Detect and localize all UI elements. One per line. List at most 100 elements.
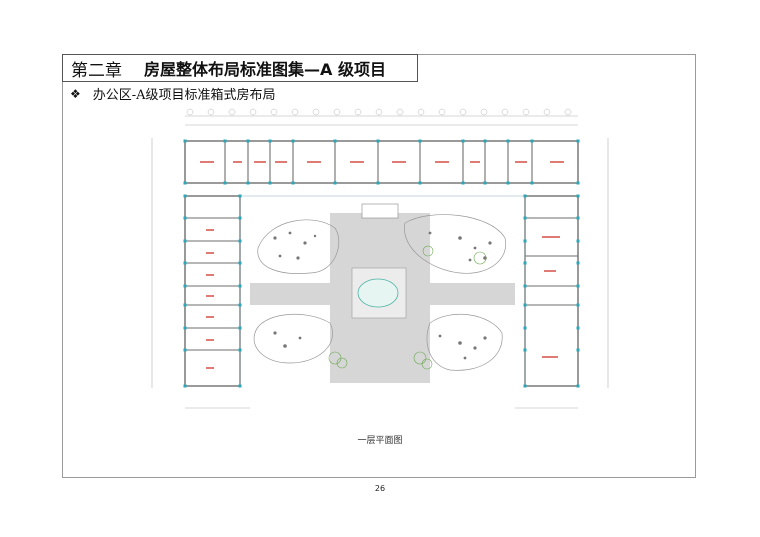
- axis-bubble: [270, 108, 278, 116]
- column-marker: [483, 139, 487, 143]
- column-marker: [223, 139, 227, 143]
- column-marker: [183, 261, 187, 265]
- axis-bubble: [375, 108, 383, 116]
- axis-bubble: [333, 108, 341, 116]
- column-marker: [183, 284, 187, 288]
- column-marker: [246, 139, 250, 143]
- column-marker: [523, 326, 527, 330]
- room-label-marks: [200, 161, 564, 369]
- column-marker: [376, 181, 380, 185]
- column-marker: [576, 384, 580, 388]
- column-marker: [238, 326, 242, 330]
- north-wing: [184, 140, 579, 184]
- fountain-pool: [357, 278, 399, 308]
- column-marker: [576, 326, 580, 330]
- axis-bubble: [228, 108, 236, 116]
- column-marker: [333, 139, 337, 143]
- column-marker: [523, 384, 527, 388]
- column-marker: [576, 194, 580, 198]
- column-marker: [268, 139, 272, 143]
- column-marker: [418, 181, 422, 185]
- column-marker: [183, 181, 187, 185]
- axis-bubble: [354, 108, 362, 116]
- column-marker: [246, 181, 250, 185]
- column-marker: [530, 181, 534, 185]
- axis-bubble: [312, 108, 320, 116]
- axis-bubble: [459, 108, 467, 116]
- column-marker: [238, 348, 242, 352]
- floor-plan-drawing: [130, 108, 630, 416]
- column-marker: [268, 181, 272, 185]
- structural-columns: [183, 139, 580, 388]
- axis-bubble: [543, 108, 551, 116]
- column-marker: [238, 261, 242, 265]
- column-marker: [238, 384, 242, 388]
- column-marker: [576, 303, 580, 307]
- column-marker: [333, 181, 337, 185]
- column-marker: [291, 139, 295, 143]
- column-marker: [523, 348, 527, 352]
- corridors: [239, 195, 526, 386]
- column-marker: [483, 181, 487, 185]
- column-marker: [576, 139, 580, 143]
- axis-bubble: [291, 108, 299, 116]
- figure-caption: 一层平面图: [357, 436, 403, 446]
- section-title: 办公区-A级项目标准箱式房布局: [92, 88, 276, 103]
- column-marker: [238, 239, 242, 243]
- chapter-header: 第二章 房屋整体布局标准图集—A 级项目: [62, 54, 418, 82]
- garden-islands: [253, 214, 507, 371]
- axis-bubble: [438, 108, 446, 116]
- column-marker: [523, 303, 527, 307]
- column-marker: [183, 384, 187, 388]
- floor-plan-svg: [151, 108, 609, 409]
- column-marker: [418, 139, 422, 143]
- east-wing: [524, 195, 579, 387]
- garden-plant-dots: [273, 231, 492, 360]
- column-marker: [576, 284, 580, 288]
- axis-bubble: [417, 108, 425, 116]
- north-wing-partitions: [224, 141, 533, 183]
- chapter-number: 第二章: [71, 60, 122, 81]
- column-marker: [238, 194, 242, 198]
- west-wing: [184, 195, 241, 387]
- grid-axis-bubbles: [186, 108, 572, 116]
- column-marker: [523, 284, 527, 288]
- column-marker: [183, 326, 187, 330]
- axis-bubble: [522, 108, 530, 116]
- column-marker: [576, 261, 580, 265]
- column-marker: [376, 139, 380, 143]
- column-marker: [576, 216, 580, 220]
- column-marker: [223, 181, 227, 185]
- page-number: 26: [374, 484, 386, 493]
- east-wing-partitions: [525, 217, 578, 306]
- axis-bubble: [249, 108, 257, 116]
- column-marker: [238, 284, 242, 288]
- column-marker: [523, 239, 527, 243]
- column-marker: [183, 139, 187, 143]
- west-wing-partitions: [185, 217, 240, 351]
- column-marker: [506, 181, 510, 185]
- diamond-bullet-icon: ❖: [70, 86, 81, 101]
- column-marker: [506, 139, 510, 143]
- chapter-title: 房屋整体布局标准图集—A 级项目: [144, 60, 386, 79]
- axis-bubble: [396, 108, 404, 116]
- axis-bubble: [564, 108, 572, 116]
- garden-shrubs: [328, 245, 487, 370]
- axis-bubble: [501, 108, 509, 116]
- column-marker: [183, 348, 187, 352]
- axis-bubble: [186, 108, 194, 116]
- column-marker: [183, 216, 187, 220]
- column-marker: [183, 303, 187, 307]
- column-marker: [461, 139, 465, 143]
- column-marker: [523, 194, 527, 198]
- column-marker: [183, 239, 187, 243]
- section-heading: ❖ 办公区-A级项目标准箱式房布局: [70, 84, 276, 104]
- entrance-hall: [361, 203, 399, 219]
- column-marker: [238, 303, 242, 307]
- column-marker: [530, 139, 534, 143]
- column-marker: [523, 261, 527, 265]
- column-marker: [576, 181, 580, 185]
- column-marker: [576, 348, 580, 352]
- axis-bubble: [480, 108, 488, 116]
- column-marker: [523, 216, 527, 220]
